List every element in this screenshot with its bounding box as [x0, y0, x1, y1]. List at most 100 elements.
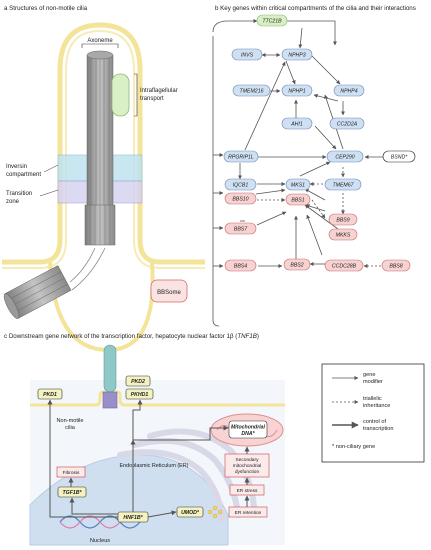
node-nphp3-label: NPHP3	[288, 53, 305, 59]
bbsome-label: BBSome	[157, 290, 181, 296]
axoneme	[86, 50, 114, 233]
node-nphp3	[281, 48, 313, 61]
node-tmem216	[232, 84, 271, 97]
node-cep290	[326, 150, 364, 163]
gene-hnf1b-label: HNF1B*	[123, 515, 143, 521]
umod-vesicles	[207, 505, 223, 519]
node-bsnd-label: BSND*	[391, 155, 408, 161]
panel-c-title-gene: TNF1B	[237, 333, 257, 340]
node-bbs8-label: BBS8	[389, 264, 402, 270]
node-bbs7	[224, 222, 257, 235]
node-bbs2-label: BBS2	[290, 263, 303, 269]
node-mkks	[328, 228, 358, 241]
node-invs	[231, 48, 263, 61]
panel-a-title: a Structures of non-motile cilia	[4, 5, 88, 12]
panel-b: b Key genes within critical compartments…	[212, 5, 416, 327]
process-fibrosis-label: Fibrosis	[63, 470, 80, 476]
node-cc2d2a-label: CC2D2A	[337, 122, 358, 128]
node-bbs10-label: BBS10	[232, 197, 248, 203]
node-tmem67-label: TMEM67	[332, 183, 354, 189]
node-bbs10	[224, 192, 257, 205]
transition-label-2: zone	[6, 199, 20, 205]
gene-pkd1-label: PKD1	[43, 392, 57, 398]
nucleus-label: Nucleus	[90, 538, 110, 544]
node-bbs2	[283, 258, 311, 271]
process-er-retention-label: ER retention	[235, 510, 262, 516]
inversin-label-1: Inversin	[6, 164, 27, 170]
legend-tri-2: inheritance	[363, 403, 390, 409]
node-ahi1	[281, 117, 313, 130]
node-nphp1-label: NPHP1	[288, 89, 305, 95]
node-rpgrip1l	[223, 150, 259, 163]
node-mkks-label: MKKS	[336, 233, 351, 239]
node-bbs4	[224, 259, 257, 272]
er-label: Endoplasmic Reticulum (ER)	[120, 463, 189, 469]
non-motile-cilium	[102, 344, 118, 409]
gene-mito-dna-label-1: Mitochondrial	[231, 425, 266, 431]
transition-label-1: Transition	[6, 191, 32, 197]
process-sec-mito-label-3: dysfunction	[235, 469, 260, 475]
panel-c-title-main: c Downstream gene network of the transcr…	[4, 333, 238, 340]
gene-pkd2	[125, 375, 151, 387]
legend-tri-1: triallelic	[363, 396, 382, 402]
gene-umod-label: UMOD*	[181, 510, 200, 516]
node-iqcb1-label: IQCB1	[233, 183, 249, 189]
legend-non-ciliary: * non-ciliary gene	[332, 444, 375, 450]
node-ahi1-label: AHI1	[290, 122, 303, 128]
node-ttc21b	[256, 14, 288, 27]
node-rpgrip1l-label: RPGRIP1L	[228, 155, 254, 161]
panel-b-title: b Key genes within critical compartments…	[215, 5, 416, 12]
legend-gene-2: modifier	[363, 379, 383, 385]
basal-body	[84, 204, 116, 246]
node-invs-label: INVS	[241, 53, 254, 59]
legend-box	[321, 363, 425, 463]
panel-c-title: c Downstream gene network of the transcr…	[4, 333, 259, 340]
gene-pkhd1-label: PKHD1	[131, 392, 149, 398]
node-bsnd	[382, 150, 416, 163]
node-bbs1	[285, 193, 311, 206]
node-bbs9	[328, 213, 358, 226]
node-cc2d2a	[329, 117, 365, 130]
ciliary-membrane	[2, 22, 205, 265]
node-mks1	[285, 178, 311, 191]
ift-train	[111, 73, 130, 117]
process-sec-mito-label-2: mitochondrial	[233, 463, 262, 469]
node-nphp4	[333, 84, 365, 97]
node-tmem216-label: TMEM216	[240, 89, 264, 95]
gene-mito-dna	[228, 420, 268, 439]
node-cep290-label: CEP290	[335, 155, 354, 161]
legend-gene-1: gene	[363, 372, 375, 378]
gene-umod	[176, 506, 204, 518]
non-motile-label-1: Non-motile	[56, 418, 83, 424]
gene-pkd2-label: PKD2	[131, 379, 145, 385]
inversin-label-2: compartment	[6, 172, 41, 178]
process-sec-mito-label-1: Secondary	[236, 457, 260, 463]
node-nphp4-label: NPHP4	[340, 89, 357, 95]
process-er-retention	[228, 506, 268, 518]
node-ccdc28b-label: CCDC28B	[332, 264, 357, 270]
node-tmem67	[324, 178, 362, 191]
bbsome	[150, 279, 188, 303]
ift-label-1: Intraflagellular	[140, 88, 178, 94]
node-ccdc28b	[324, 259, 364, 272]
process-er-stress-label: ER stress	[237, 488, 258, 494]
gene-tgfb-label: TGF1B*	[62, 490, 82, 496]
node-bbs1-label: BBS1	[291, 198, 304, 204]
node-nphp1	[281, 84, 313, 97]
node-bbs8	[381, 259, 411, 272]
node-mks1-label: MKS1	[291, 183, 305, 189]
daughter-centriole	[3, 265, 72, 319]
gene-tgfb	[57, 486, 87, 498]
process-fibrosis	[56, 466, 86, 478]
node-iqcb1	[224, 178, 257, 191]
non-motile-label-2: cilia	[65, 425, 76, 431]
node-bbs7-label: BBS7	[234, 227, 248, 233]
panel-c: c Downstream gene network of the transcr…	[4, 333, 425, 546]
gene-pkhd1	[125, 388, 154, 400]
legend-ctrl-2: transcription	[363, 426, 393, 432]
legend-ctrl-1: control of	[363, 419, 386, 425]
gene-pkd1	[37, 388, 63, 400]
node-ttc21b-label: TTC21B	[262, 19, 282, 25]
ift-label-2: transport	[140, 96, 164, 102]
